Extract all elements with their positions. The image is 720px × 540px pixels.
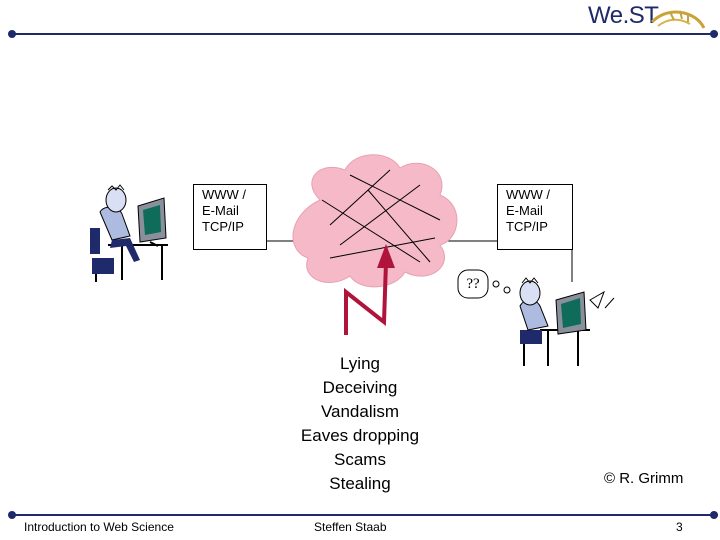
right-user-computer-icon <box>519 277 615 366</box>
left-protocol-box: WWW / E-Mail TCP/IP <box>193 184 267 250</box>
header-rule <box>12 33 718 35</box>
logo-text: We.ST <box>588 2 659 29</box>
footer-rule <box>12 514 718 516</box>
threat-item: Vandalism <box>320 402 400 421</box>
thought-bubble <box>457 269 511 299</box>
west-logo: We.ST <box>588 2 706 34</box>
threats-list: Lying Deceiving Vandalism Eaves dropping… <box>280 352 440 496</box>
threat-item: Stealing <box>329 474 391 493</box>
left-protocol-line: E-Mail <box>202 203 239 218</box>
footer-rule-right-dot <box>710 511 718 519</box>
attack-arrow-icon <box>344 244 395 335</box>
page-number: 3 <box>676 520 683 534</box>
threat-item: Scams <box>334 450 386 469</box>
left-protocol-line: WWW / <box>202 187 247 202</box>
image-credit: © R. Grimm <box>604 470 684 487</box>
right-protocol-line: TCP/IP <box>506 219 548 234</box>
footer-author: Steffen Staab <box>314 520 387 534</box>
internet-cloud <box>292 154 458 288</box>
right-protocol-line: E-Mail <box>506 203 543 218</box>
thought-text: ?? <box>466 276 480 292</box>
header-rule-left-dot <box>8 30 16 38</box>
footer-course-title: Introduction to Web Science <box>24 520 174 534</box>
threat-item: Lying <box>339 354 380 373</box>
left-protocol-line: TCP/IP <box>202 219 244 234</box>
footer-rule-left-dot <box>8 511 16 519</box>
header-rule-right-dot <box>710 30 718 38</box>
threat-item: Eaves dropping <box>300 426 420 445</box>
threat-item: Deceiving <box>322 378 398 397</box>
left-user-computer-icon <box>90 184 168 282</box>
logo-swirl-icon <box>650 10 706 29</box>
right-protocol-line: WWW / <box>506 187 551 202</box>
right-protocol-box: WWW / E-Mail TCP/IP <box>497 184 573 250</box>
